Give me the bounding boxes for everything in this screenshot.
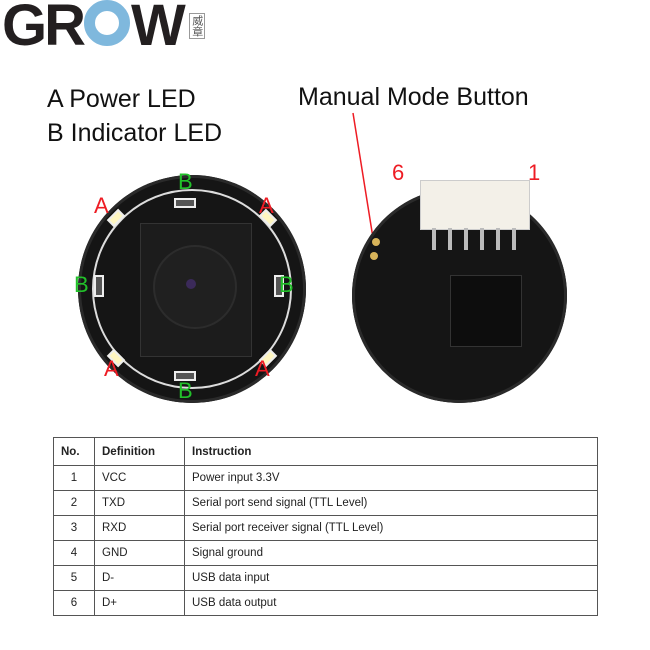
callout-pointer-line-icon: [352, 112, 374, 239]
cell-definition: D+: [94, 590, 185, 616]
header-instruction: Instruction: [184, 437, 598, 466]
connector-pin: [512, 228, 516, 250]
cell-instruction: Serial port send signal (TTL Level): [184, 490, 598, 516]
connector-pin: [480, 228, 484, 250]
manual-mode-button-pad: [372, 238, 380, 246]
label-a-bottom-left: A: [104, 356, 119, 381]
grow-logo: GR W 威章: [2, 0, 205, 58]
cell-definition: GND: [94, 540, 185, 566]
label-a-top-left: A: [94, 193, 109, 218]
legend-power-led: A Power LED: [47, 85, 196, 113]
logo-text-end: W: [131, 0, 186, 58]
label-b-left: B: [74, 272, 89, 297]
connector-pin: [496, 228, 500, 250]
indicator-led-top: [174, 198, 196, 208]
table-row: 6 D+ USB data output: [53, 590, 598, 616]
main-ic-chip: [450, 275, 522, 347]
cell-no: 1: [53, 465, 95, 491]
lens-center-icon: [186, 279, 196, 289]
indicator-led-left: [94, 275, 104, 297]
label-b-right: B: [279, 272, 294, 297]
cell-definition: TXD: [94, 490, 185, 516]
header-no: No.: [53, 437, 95, 466]
silkscreen-ring: [92, 189, 292, 389]
cell-no: 3: [53, 515, 95, 541]
indicator-led-right: [274, 275, 284, 297]
cell-no: 6: [53, 590, 95, 616]
cell-no: 2: [53, 490, 95, 516]
cell-instruction: Serial port receiver signal (TTL Level): [184, 515, 598, 541]
cell-instruction: Power input 3.3V: [184, 465, 598, 491]
table-row: 3 RXD Serial port receiver signal (TTL L…: [53, 515, 598, 541]
cell-instruction: Signal ground: [184, 540, 598, 566]
cell-instruction: USB data input: [184, 565, 598, 591]
table-row: 1 VCC Power input 3.3V: [53, 465, 598, 491]
cell-definition: VCC: [94, 465, 185, 491]
header-definition: Definition: [94, 437, 185, 466]
label-b-top: B: [178, 169, 193, 194]
pin-definition-table: No. Definition Instruction 1 VCC Power i…: [53, 437, 598, 616]
logo-o-ring-icon: [84, 0, 130, 46]
legend-indicator-led: B Indicator LED: [47, 119, 223, 147]
table-row: 2 TXD Serial port send signal (TTL Level…: [53, 490, 598, 516]
manual-mode-button-callout: Manual Mode Button: [298, 83, 529, 111]
cell-definition: D-: [94, 565, 185, 591]
cell-no: 4: [53, 540, 95, 566]
pin-1-label: 1: [528, 160, 541, 185]
label-a-top-right: A: [259, 193, 274, 218]
six-pin-connector: [420, 180, 530, 230]
logo-text-start: GR: [2, 0, 86, 58]
manual-mode-button-pad: [370, 252, 378, 260]
connector-pin: [464, 228, 468, 250]
label-a-bottom-right: A: [255, 356, 270, 381]
indicator-led-bottom: [174, 371, 196, 381]
connector-pin: [432, 228, 436, 250]
logo-chinese-seal: 威章: [188, 13, 205, 39]
led-legend: A Power LED B Indicator LED: [47, 82, 222, 150]
table-row: 5 D- USB data input: [53, 565, 598, 591]
pin-6-label: 6: [392, 160, 405, 185]
label-b-bottom: B: [178, 378, 193, 403]
cell-no: 5: [53, 565, 95, 591]
connector-pin: [448, 228, 452, 250]
cell-instruction: USB data output: [184, 590, 598, 616]
table-header-row: No. Definition Instruction: [53, 437, 598, 466]
cell-definition: RXD: [94, 515, 185, 541]
back-board-image: [352, 180, 572, 405]
table-row: 4 GND Signal ground: [53, 540, 598, 566]
front-board-image: [78, 175, 306, 403]
